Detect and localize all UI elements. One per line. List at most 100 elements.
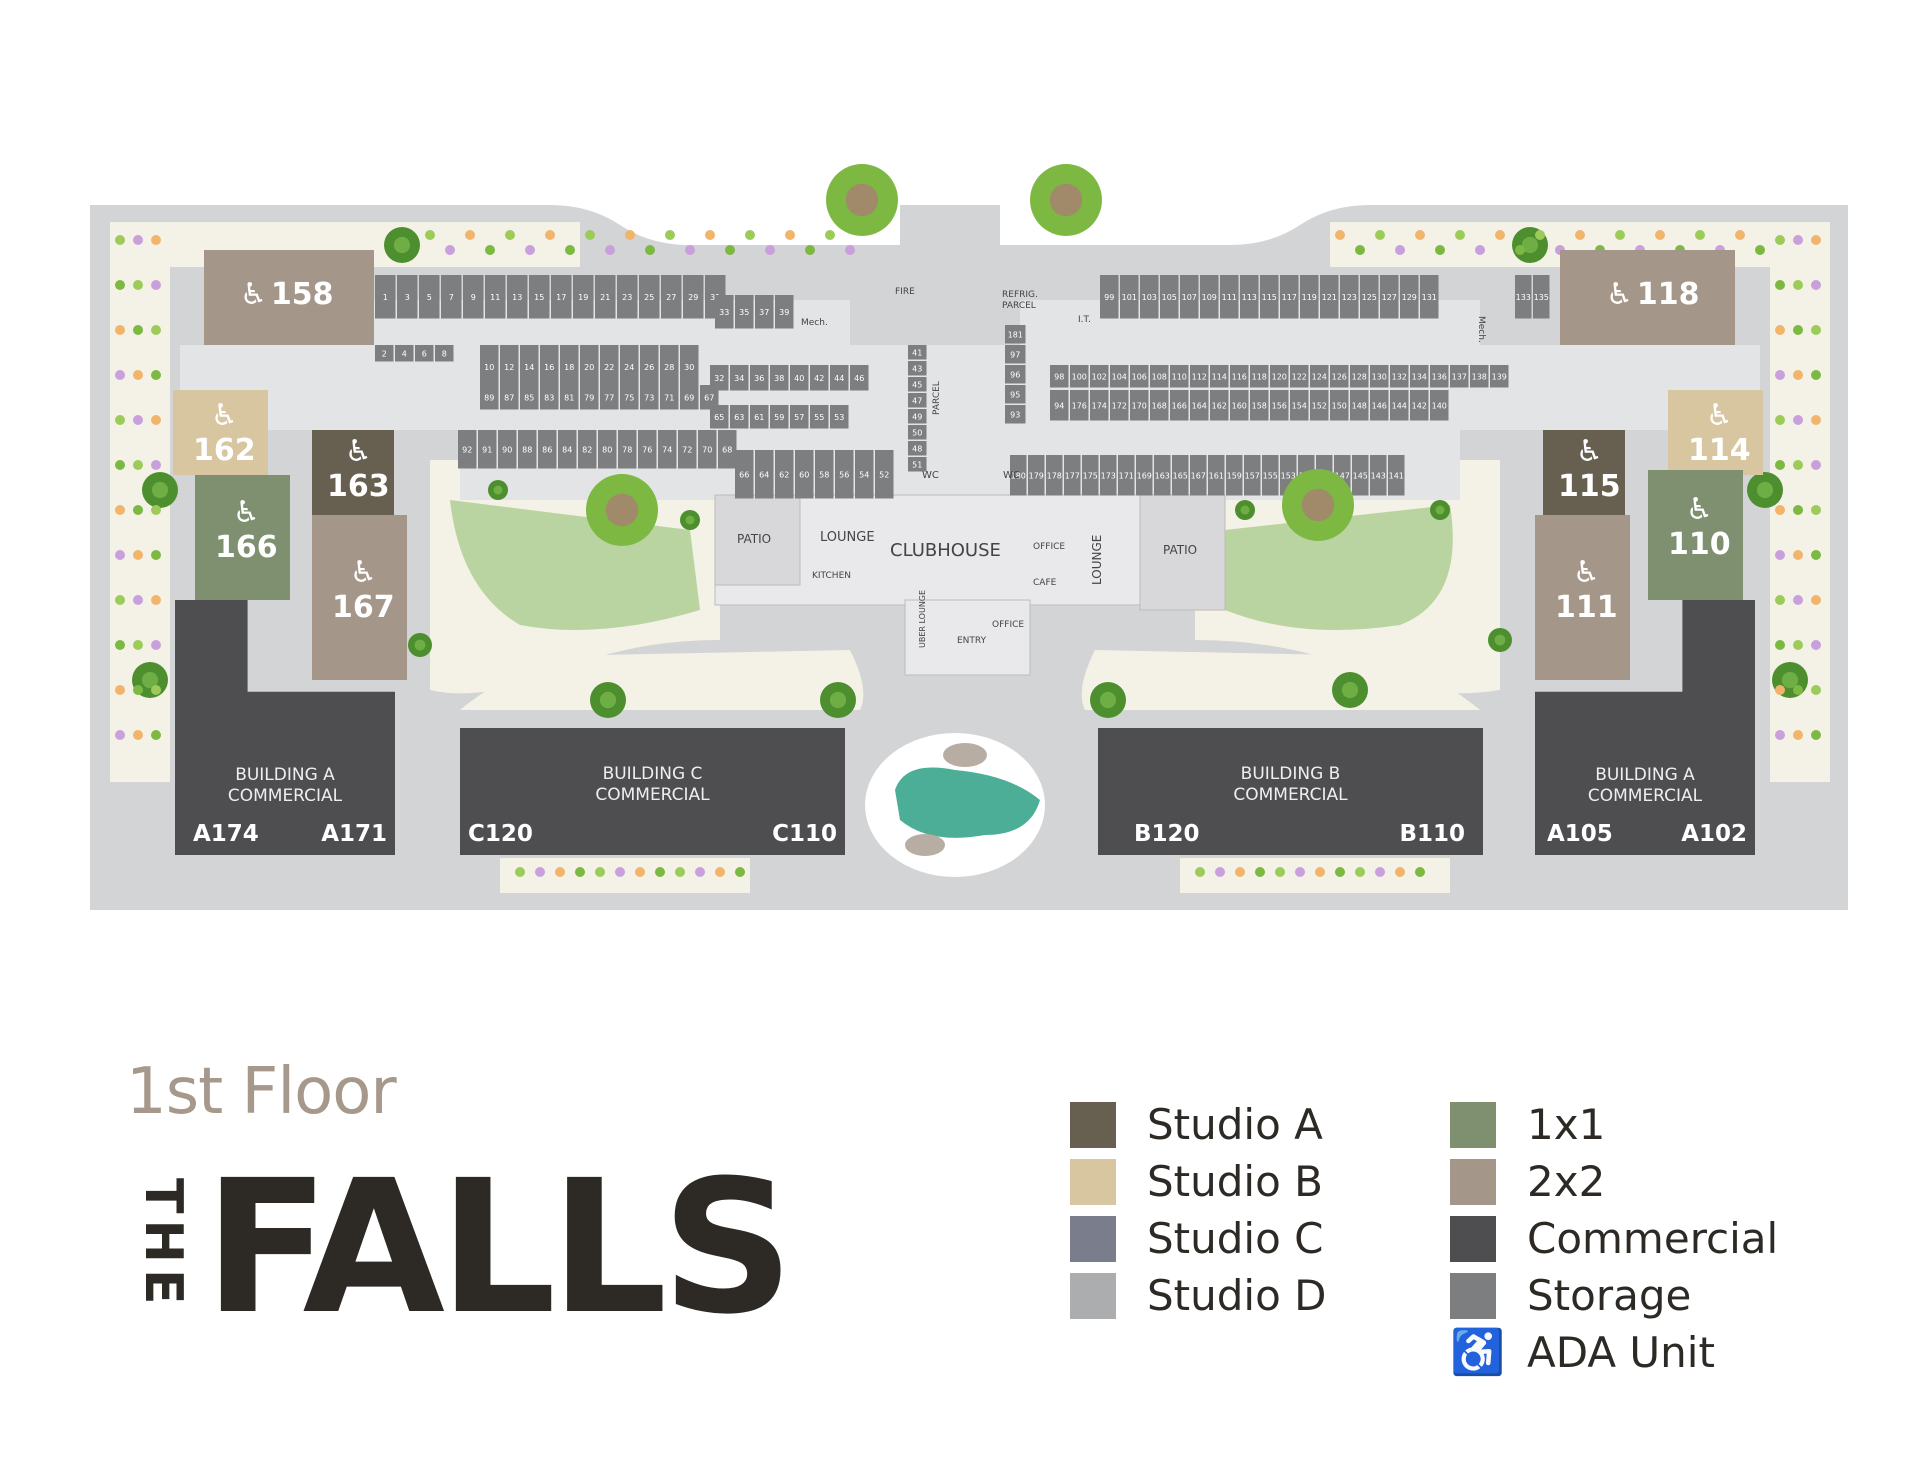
storage-unit[interactable]: [1244, 455, 1261, 496]
storage-unit[interactable]: [520, 385, 539, 410]
storage-unit[interactable]: [578, 430, 597, 469]
storage-unit[interactable]: [560, 385, 579, 410]
storage-unit[interactable]: [1028, 455, 1045, 496]
storage-unit[interactable]: [480, 385, 499, 410]
storage-unit[interactable]: [485, 275, 506, 319]
storage-unit[interactable]: [908, 425, 927, 440]
storage-unit[interactable]: [463, 275, 484, 319]
storage-unit[interactable]: [480, 345, 499, 389]
storage-unit[interactable]: [397, 275, 418, 319]
unit-158[interactable]: ♿158: [204, 250, 374, 345]
storage-unit[interactable]: [1190, 390, 1209, 421]
storage-unit[interactable]: [600, 345, 619, 389]
storage-unit[interactable]: [718, 430, 737, 469]
storage-unit[interactable]: [658, 430, 677, 469]
storage-unit[interactable]: [1100, 275, 1119, 319]
unit-115[interactable]: ♿115: [1543, 430, 1625, 515]
storage-unit[interactable]: [1410, 365, 1429, 388]
storage-unit[interactable]: [558, 430, 577, 469]
storage-unit[interactable]: [1410, 390, 1429, 421]
storage-unit[interactable]: [640, 385, 659, 410]
storage-unit[interactable]: [1005, 405, 1026, 424]
storage-unit[interactable]: [770, 365, 789, 391]
storage-unit[interactable]: [1010, 455, 1027, 496]
storage-unit[interactable]: [908, 377, 927, 392]
storage-unit[interactable]: [1210, 390, 1229, 421]
storage-unit[interactable]: [1360, 275, 1379, 319]
storage-unit[interactable]: [1350, 365, 1369, 388]
storage-unit[interactable]: [1330, 365, 1349, 388]
storage-unit[interactable]: [1150, 365, 1169, 388]
unit-114[interactable]: ♿114: [1668, 390, 1763, 475]
storage-unit[interactable]: [1310, 390, 1329, 421]
unit-118[interactable]: ♿118: [1560, 250, 1735, 345]
storage-unit[interactable]: [908, 441, 927, 456]
storage-unit[interactable]: [1280, 275, 1299, 319]
storage-unit[interactable]: [1430, 365, 1449, 388]
storage-unit[interactable]: [790, 405, 809, 429]
storage-unit[interactable]: [598, 430, 617, 469]
storage-unit[interactable]: [1170, 365, 1189, 388]
storage-unit[interactable]: [441, 275, 462, 319]
storage-unit[interactable]: [1064, 455, 1081, 496]
storage-unit[interactable]: [1320, 275, 1339, 319]
storage-unit[interactable]: [1210, 365, 1229, 388]
storage-unit[interactable]: [1090, 365, 1109, 388]
storage-unit[interactable]: [600, 385, 619, 410]
storage-unit[interactable]: [750, 365, 769, 391]
storage-unit[interactable]: [1388, 455, 1405, 496]
storage-unit[interactable]: [1180, 275, 1199, 319]
storage-unit[interactable]: [1400, 275, 1419, 319]
unit-111[interactable]: ♿111: [1535, 515, 1630, 680]
storage-unit[interactable]: [518, 430, 537, 469]
storage-unit[interactable]: [1230, 390, 1249, 421]
storage-unit[interactable]: [529, 275, 550, 319]
storage-unit[interactable]: [1050, 365, 1069, 388]
storage-unit[interactable]: [1420, 275, 1439, 319]
storage-unit[interactable]: [640, 345, 659, 389]
storage-unit[interactable]: [661, 275, 682, 319]
storage-unit[interactable]: [735, 295, 754, 329]
storage-unit[interactable]: [419, 275, 440, 319]
storage-unit[interactable]: [540, 345, 559, 389]
storage-unit[interactable]: [1270, 365, 1289, 388]
storage-unit[interactable]: [617, 275, 638, 319]
storage-unit[interactable]: [620, 345, 639, 389]
storage-unit[interactable]: [1070, 390, 1089, 421]
storage-unit[interactable]: [715, 295, 734, 329]
storage-unit[interactable]: [1390, 390, 1409, 421]
storage-unit[interactable]: [500, 345, 519, 389]
storage-unit[interactable]: [1160, 275, 1179, 319]
storage-unit[interactable]: [551, 275, 572, 319]
storage-unit[interactable]: [500, 385, 519, 410]
storage-unit[interactable]: [498, 430, 517, 469]
storage-unit[interactable]: [680, 385, 699, 410]
storage-unit[interactable]: [1533, 275, 1550, 319]
storage-unit[interactable]: [580, 345, 599, 389]
storage-unit[interactable]: [908, 345, 927, 360]
storage-unit[interactable]: [1110, 365, 1129, 388]
storage-unit[interactable]: [375, 345, 394, 362]
storage-unit[interactable]: [1450, 365, 1469, 388]
storage-unit[interactable]: [660, 345, 679, 389]
storage-unit[interactable]: [1005, 365, 1026, 384]
commercial-building-b[interactable]: BUILDING B COMMERCIAL B120 B110: [1098, 728, 1483, 855]
storage-unit[interactable]: [1370, 455, 1387, 496]
storage-unit[interactable]: [415, 345, 434, 362]
storage-unit[interactable]: [1130, 390, 1149, 421]
storage-unit[interactable]: [790, 365, 809, 391]
storage-unit[interactable]: [815, 450, 834, 499]
unit-162[interactable]: ♿162: [173, 390, 268, 475]
storage-unit[interactable]: [1005, 385, 1026, 404]
storage-unit[interactable]: [540, 385, 559, 410]
storage-unit[interactable]: [1118, 455, 1135, 496]
storage-unit[interactable]: [1100, 455, 1117, 496]
storage-unit[interactable]: [770, 405, 789, 429]
storage-unit[interactable]: [1170, 390, 1189, 421]
storage-unit[interactable]: [1154, 455, 1171, 496]
storage-unit[interactable]: [1070, 365, 1089, 388]
storage-unit[interactable]: [638, 430, 657, 469]
storage-unit[interactable]: [1208, 455, 1225, 496]
storage-unit[interactable]: [620, 385, 639, 410]
storage-unit[interactable]: [755, 450, 774, 499]
